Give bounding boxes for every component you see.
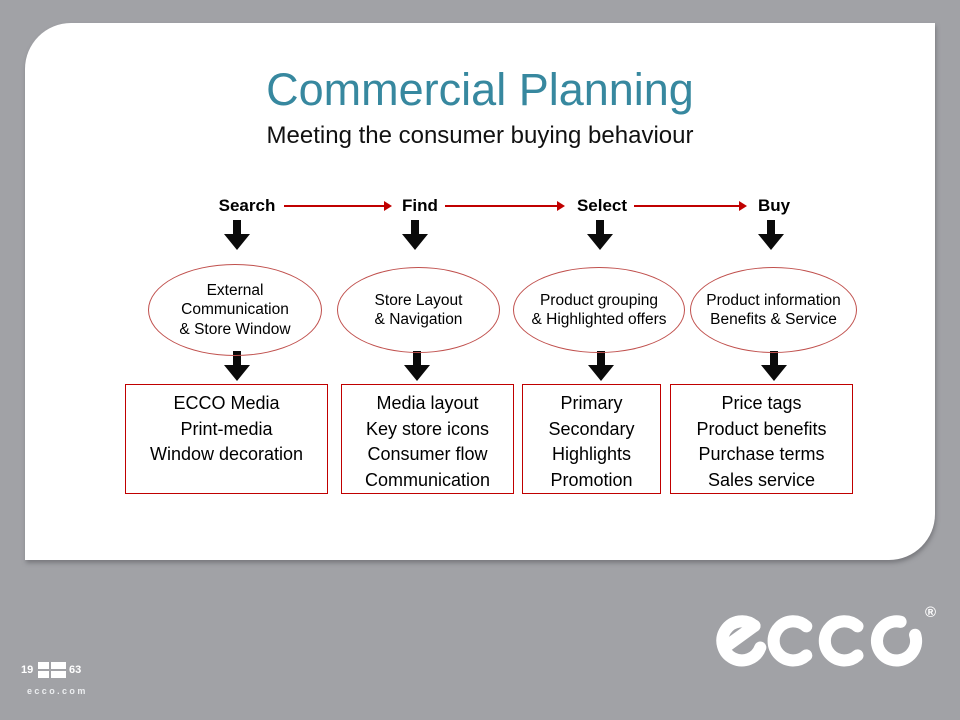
registered-trademark-icon: ® [924,604,936,621]
box-text-line: Purchase terms [698,444,825,464]
ecco-1963-flag-icon [38,662,66,678]
ellipse-product-information: Product information Benefits & Service [690,267,857,353]
ellipse-text-line: Communication [181,301,289,319]
down-arrow-icon [402,220,428,250]
ellipse-text-line: Product information [706,291,841,309]
box-text-line: Promotion [550,469,633,490]
ellipse-external-communication: External Communication & Store Window [148,264,322,356]
down-arrow-icon [587,220,613,250]
box-price-tags: Price tags Product benefits Purchase ter… [670,384,853,494]
ellipse-text-line: & Navigation [374,311,463,328]
box-text-line: Key store icons [365,418,490,439]
founded-year-63: 63 [69,664,82,676]
flow-arrow-icon [284,201,392,211]
box-ecco-media: ECCO Media Print-media Window decoration [125,384,328,494]
down-arrow-icon [224,220,250,250]
ellipse-product-grouping: Product grouping & Highlighted offers [513,267,685,353]
box-text-line: Consumer flow [367,444,488,464]
down-arrow-icon [224,351,250,381]
box-text-line: Window decoration [149,444,304,464]
ellipse-store-layout: Store Layout & Navigation [337,267,500,353]
stage-label-buy: Buy [757,196,791,215]
page-title: Commercial Planning [266,64,694,115]
website-text: ecco.com [27,686,88,696]
box-text-line: Secondary [548,418,635,439]
down-arrow-icon [404,351,430,381]
box-text-line: Media layout [376,393,479,413]
box-text-line: Print-media [180,418,273,439]
ellipse-text-line: & Store Window [179,320,291,338]
ellipse-text-line: & Highlighted offers [531,311,667,328]
flow-arrow-icon [445,201,565,211]
ellipse-text-line: Store Layout [374,291,463,309]
down-arrow-icon [588,351,614,381]
box-text-line: Product benefits [696,418,827,439]
down-arrow-icon [761,351,787,381]
box-text-line: Highlights [551,444,632,464]
down-arrow-icon [758,220,784,250]
box-text-line: ECCO Media [173,393,280,413]
ecco-logo: ® [714,604,936,668]
stage-label-select: Select [576,196,628,215]
box-text-line: Price tags [721,393,802,413]
box-text-line: Communication [364,469,491,490]
stage-label-find: Find [402,196,438,215]
stage-label-search: Search [218,196,276,215]
slide-card: Commercial Planning Meeting the consumer… [25,23,935,560]
flow-arrow-icon [634,201,747,211]
ellipse-text-line: External [206,281,264,299]
box-primary-secondary: Primary Secondary Highlights Promotion [522,384,661,494]
box-text-line: Sales service [707,469,816,490]
box-text-line: Primary [560,393,623,413]
page-subtitle: Meeting the consumer buying behaviour [266,122,694,149]
box-media-layout: Media layout Key store icons Consumer fl… [341,384,514,494]
founded-year-19: 19 [21,664,34,676]
ecco-logo-icon [716,615,923,667]
ellipse-text-line: Product grouping [539,291,659,309]
ellipse-text-line: Benefits & Service [710,311,837,328]
